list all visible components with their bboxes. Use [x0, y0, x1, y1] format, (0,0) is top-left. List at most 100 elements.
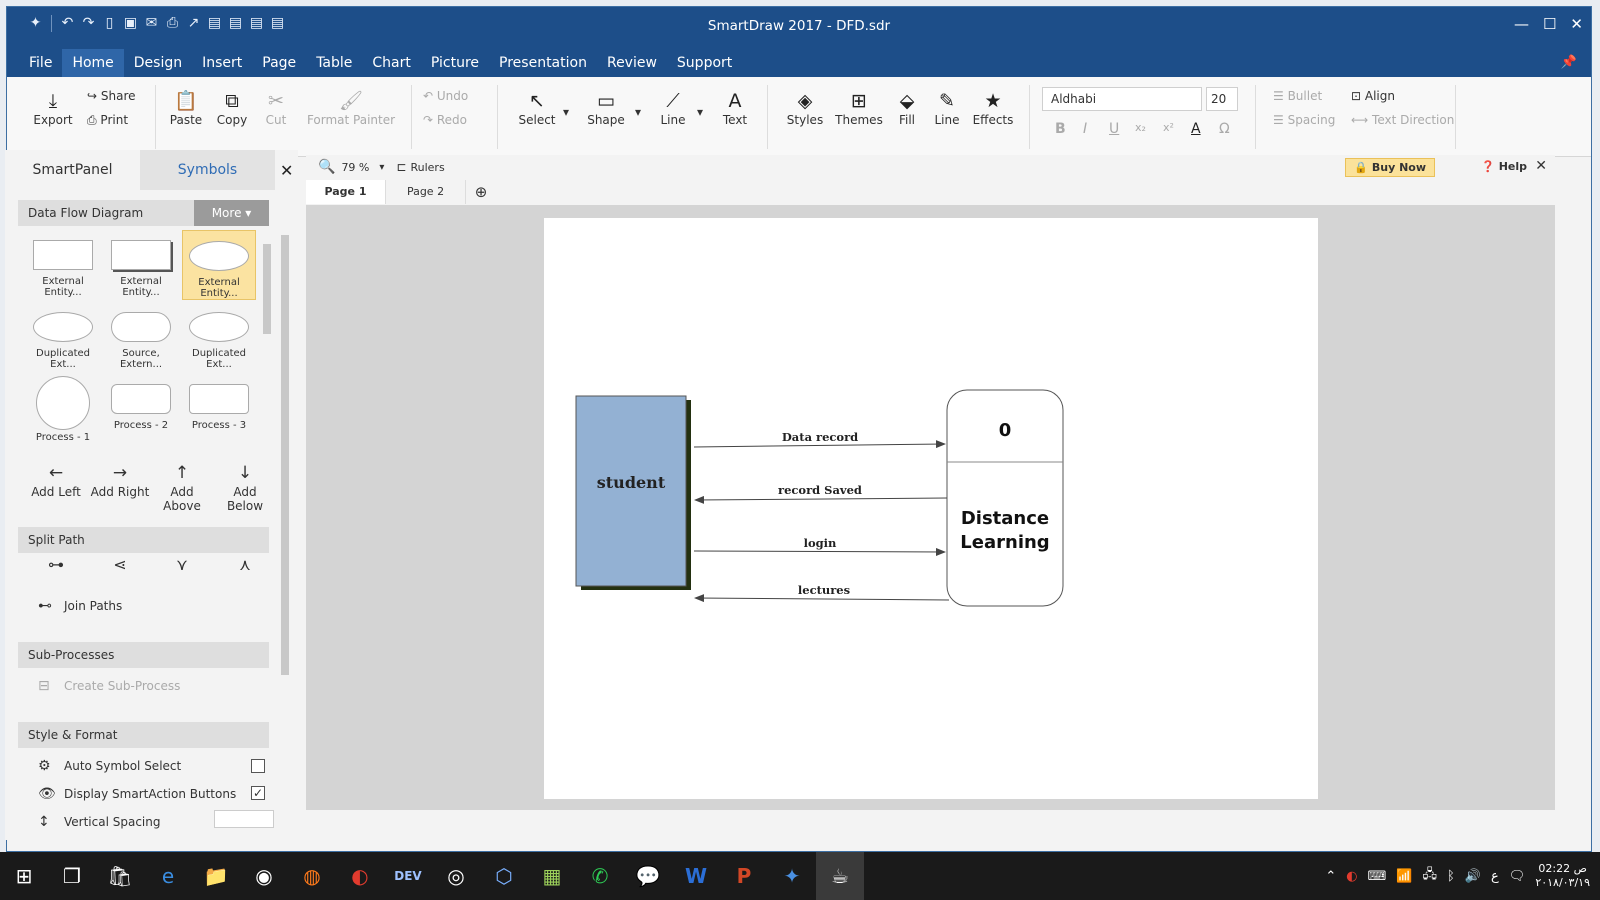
- pdf-icon[interactable]: ▤: [207, 15, 222, 31]
- symbol-process-2[interactable]: Process - 2: [104, 374, 178, 444]
- zoom-icon[interactable]: 🔍: [318, 159, 336, 175]
- auto-symbol-checkbox[interactable]: [251, 759, 265, 773]
- split-path-up-icon[interactable]: ⋎: [176, 555, 188, 574]
- close-icon[interactable]: ✕: [1570, 15, 1583, 33]
- excel-export-icon[interactable]: ▤: [270, 15, 285, 31]
- ppt-export-icon[interactable]: ▤: [249, 15, 264, 31]
- symbol-duplicated-ext-1[interactable]: Duplicated Ext...: [26, 302, 100, 372]
- display-smartaction-checkbox[interactable]: ✓: [251, 786, 265, 800]
- bullet-button[interactable]: ☰ Bullet: [1273, 89, 1323, 103]
- minimize-icon[interactable]: —: [1513, 15, 1529, 33]
- split-path-down-icon[interactable]: ⋏: [239, 555, 251, 574]
- symbol-process-1[interactable]: Process - 1: [26, 374, 100, 444]
- word-icon[interactable]: W: [684, 864, 708, 888]
- share-icon[interactable]: ↗: [187, 15, 200, 31]
- add-left-button[interactable]: ←Add Left: [26, 463, 86, 499]
- select-dropdown-icon[interactable]: ▾: [563, 105, 570, 119]
- add-right-button[interactable]: →Add Right: [90, 463, 150, 499]
- split-path-left-icon[interactable]: ⊶: [48, 555, 64, 574]
- align-button[interactable]: ⊡ Align: [1351, 89, 1395, 103]
- save-icon[interactable]: ▣: [123, 15, 138, 31]
- redo-icon[interactable]: ↷: [82, 15, 95, 31]
- volume-icon[interactable]: 🔊: [1464, 868, 1482, 884]
- rulers-toggle[interactable]: Rulers: [410, 160, 445, 174]
- symbol-duplicated-ext-2[interactable]: Duplicated Ext...: [182, 302, 256, 372]
- superscript-icon[interactable]: x²: [1163, 121, 1174, 134]
- messenger-icon[interactable]: 💬: [635, 864, 661, 888]
- smartdraw-icon[interactable]: ✦: [783, 864, 801, 888]
- menu-review[interactable]: Review: [606, 55, 657, 71]
- store-icon[interactable]: 🛍: [107, 864, 133, 888]
- font-color-icon[interactable]: A: [1191, 121, 1201, 137]
- notifications-icon[interactable]: 🗨: [1508, 868, 1526, 884]
- bluetooth-icon[interactable]: ᛒ: [1447, 868, 1455, 884]
- effects-button[interactable]: ★Effects: [969, 89, 1017, 127]
- symbol-process-3[interactable]: Process - 3: [182, 374, 256, 444]
- symbol-external-entity-3[interactable]: External Entity...: [182, 230, 256, 300]
- menu-presentation[interactable]: Presentation: [499, 55, 587, 71]
- more-button[interactable]: More ▾: [194, 200, 269, 226]
- undo-icon[interactable]: ↶: [61, 15, 74, 31]
- line-dropdown-icon[interactable]: ▾: [697, 105, 704, 119]
- copy-button[interactable]: ⧉Copy: [211, 89, 253, 127]
- task-view-icon[interactable]: ❐: [63, 864, 81, 888]
- tab-symbols[interactable]: Symbols: [140, 150, 275, 190]
- print-icon[interactable]: ⎙: [166, 15, 179, 31]
- zoom-value[interactable]: 79 %: [341, 160, 370, 174]
- menu-support[interactable]: Support: [676, 55, 733, 71]
- help-button[interactable]: ❓ Help: [1481, 160, 1527, 173]
- symbol-external-entity-1[interactable]: External Entity...: [26, 230, 100, 300]
- tab-page-2[interactable]: Page 2: [386, 180, 466, 204]
- panel-close-icon[interactable]: ✕: [280, 161, 294, 180]
- shape-dropdown-icon[interactable]: ▾: [635, 105, 642, 119]
- chrome-icon[interactable]: ◉: [255, 864, 273, 888]
- menu-insert[interactable]: Insert: [202, 55, 243, 71]
- menu-picture[interactable]: Picture: [430, 55, 480, 71]
- symbol-icon[interactable]: Ω: [1219, 121, 1230, 137]
- java-icon[interactable]: ☕: [816, 852, 864, 900]
- network-icon[interactable]: 🖧: [1422, 867, 1438, 882]
- red-app-icon[interactable]: ◐: [351, 864, 369, 888]
- maximize-icon[interactable]: ☐: [1542, 15, 1557, 33]
- student-entity[interactable]: [575, 395, 687, 587]
- email-icon[interactable]: ✉: [145, 15, 158, 31]
- keyboard-icon[interactable]: ⌨: [1367, 868, 1387, 884]
- create-sub-process-button[interactable]: ⊟Create Sub-Process: [38, 678, 181, 694]
- menu-file[interactable]: File: [29, 55, 53, 71]
- font-size-input[interactable]: 20: [1206, 87, 1238, 111]
- flow-login[interactable]: [693, 547, 946, 556]
- pin-icon[interactable]: 📌: [1560, 55, 1577, 70]
- flow-lectures[interactable]: [694, 594, 950, 603]
- tab-smartpanel[interactable]: SmartPanel: [5, 150, 140, 190]
- themes-button[interactable]: ⊞Themes: [833, 89, 885, 127]
- flow-data-record[interactable]: [693, 440, 946, 449]
- print-button[interactable]: ⎙ Print: [87, 113, 129, 127]
- whatsapp-icon[interactable]: ✆: [591, 864, 609, 888]
- font-family-input[interactable]: Aldhabi: [1042, 87, 1202, 111]
- shape-button[interactable]: ▭Shape: [583, 89, 629, 127]
- panel-scrollbar[interactable]: [280, 195, 290, 810]
- join-paths-button[interactable]: ⊷Join Paths: [38, 598, 123, 614]
- add-page-icon[interactable]: ⊕: [474, 183, 488, 201]
- tray-app-icon[interactable]: ◐: [1346, 868, 1358, 884]
- menu-table[interactable]: Table: [316, 55, 353, 71]
- edge-icon[interactable]: e: [161, 864, 175, 888]
- file-explorer-icon[interactable]: 📁: [203, 864, 229, 888]
- vertical-spacing-input[interactable]: [214, 810, 274, 828]
- text-direction-button[interactable]: ⟷ Text Direction: [1351, 113, 1455, 127]
- zoom-dropdown-icon[interactable]: ▾: [379, 161, 385, 173]
- menu-chart[interactable]: Chart: [372, 55, 411, 71]
- underline-icon[interactable]: U: [1109, 121, 1120, 137]
- spacing-button[interactable]: ☰ Spacing: [1273, 113, 1336, 127]
- word-export-icon[interactable]: ▤: [228, 15, 243, 31]
- undo-button[interactable]: ↶ Undo: [423, 89, 469, 103]
- buy-now-button[interactable]: 🔒 Buy Now: [1345, 158, 1435, 177]
- symbol-external-entity-2[interactable]: External Entity...: [104, 230, 178, 300]
- drawing-page[interactable]: student 0 Distance Learning Data record …: [544, 218, 1318, 799]
- bold-icon[interactable]: B: [1055, 121, 1066, 137]
- add-above-button[interactable]: ↑Add Above: [152, 463, 212, 513]
- styles-button[interactable]: ◈Styles: [783, 89, 827, 127]
- rulers-icon[interactable]: ⊏: [396, 160, 407, 174]
- app-logo-icon[interactable]: ✦: [29, 15, 42, 31]
